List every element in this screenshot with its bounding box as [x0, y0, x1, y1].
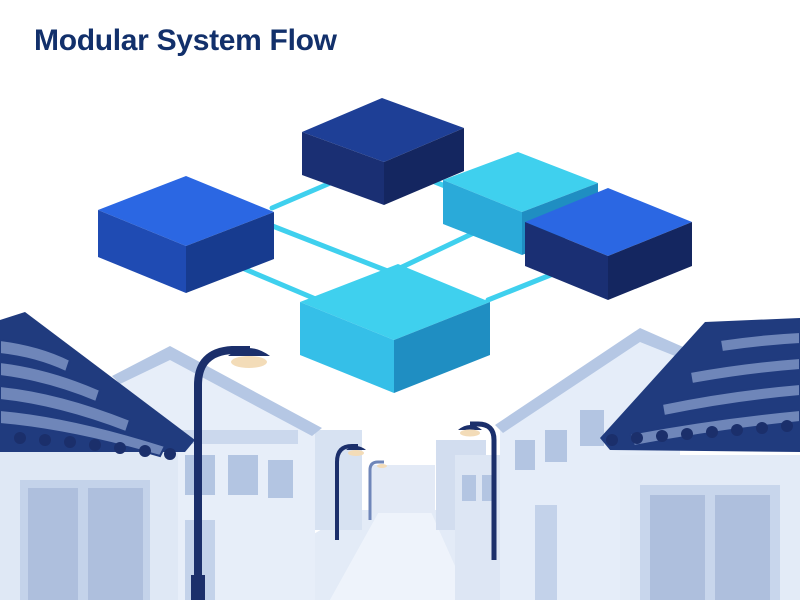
house-icon: [0, 312, 195, 600]
street-lamp-icon: [368, 460, 387, 520]
street-scene: [0, 312, 800, 600]
far-building: [370, 465, 435, 513]
module-top: [302, 98, 464, 205]
street-lamp-icon: [191, 346, 270, 600]
module-center: [300, 264, 490, 393]
connector-line: [267, 222, 393, 275]
street-lamp-icon: [335, 444, 366, 540]
page-title: Modular System Flow: [34, 24, 337, 57]
connector-line: [397, 227, 483, 271]
house-icon: [600, 318, 800, 600]
module-left: [98, 176, 274, 293]
street-road: [330, 510, 470, 600]
module-right: [525, 188, 692, 300]
street-lamp-icon: [458, 421, 497, 560]
